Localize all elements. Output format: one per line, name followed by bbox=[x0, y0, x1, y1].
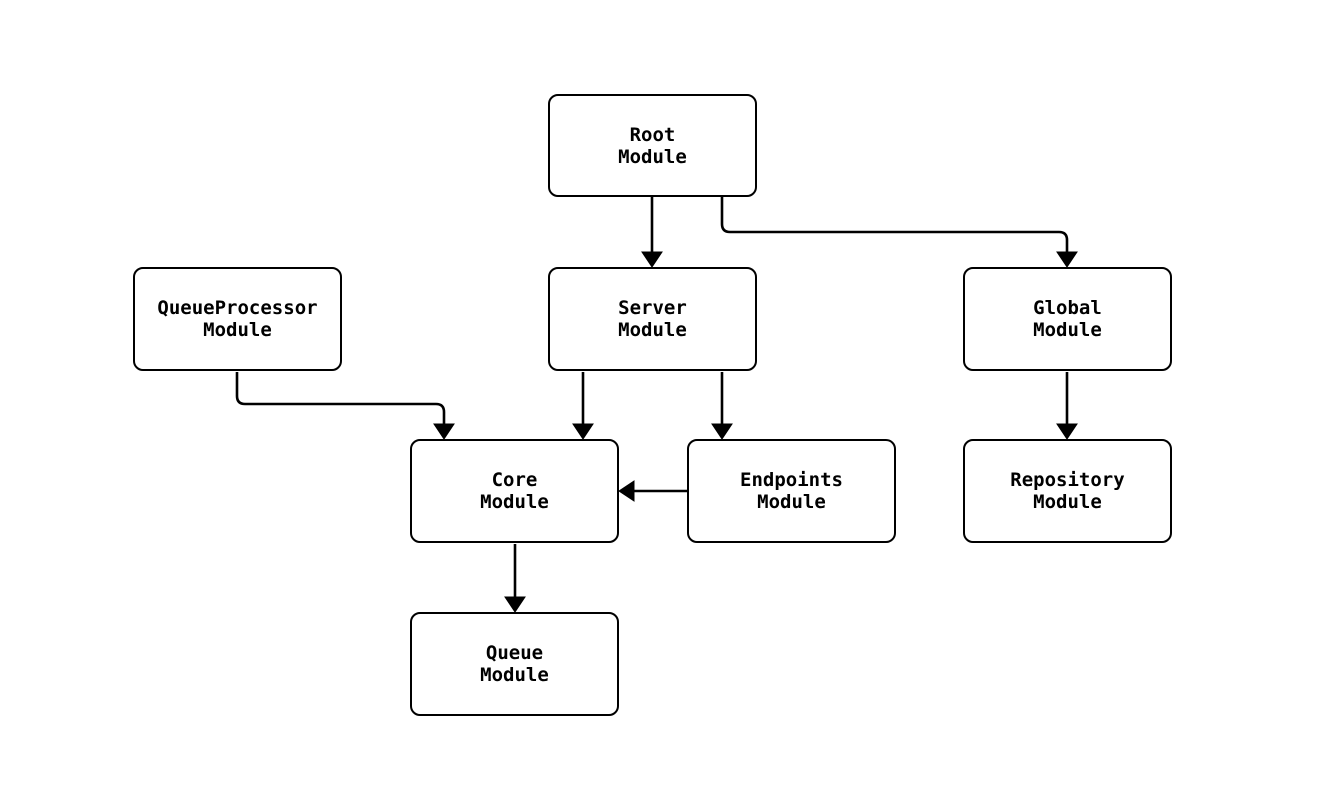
node-label-line1: Global bbox=[1033, 297, 1102, 319]
arrowhead-root-to-global bbox=[1056, 251, 1078, 268]
arrowhead-server-to-core bbox=[572, 423, 594, 440]
node-label-line1: Server bbox=[618, 297, 687, 319]
node-repository-module: Repository Module bbox=[963, 439, 1172, 543]
node-endpoints-module: Endpoints Module bbox=[687, 439, 896, 543]
node-label-line2: Module bbox=[618, 319, 687, 341]
node-label-line2: Module bbox=[480, 491, 549, 513]
node-queue-module: Queue Module bbox=[410, 612, 619, 716]
node-label-line2: Module bbox=[618, 145, 687, 168]
node-label-line1: Core bbox=[491, 469, 538, 491]
node-label-line2: Module bbox=[1033, 319, 1102, 341]
arrowhead-global-to-repository bbox=[1056, 423, 1078, 440]
node-root-module: Root Module bbox=[548, 94, 757, 197]
edge-root-to-global bbox=[720, 197, 1069, 253]
node-label-line1: Repository bbox=[1010, 469, 1125, 491]
node-label-line1: QueueProcessor bbox=[157, 297, 318, 319]
arrowhead-server-to-endpoints bbox=[711, 423, 733, 440]
edge-queueprocessor-to-core bbox=[235, 372, 446, 425]
node-label-line2: Module bbox=[480, 664, 549, 686]
node-global-module: Global Module bbox=[963, 267, 1172, 371]
arrowhead-queueprocessor-to-core bbox=[433, 423, 455, 440]
arrowhead-endpoints-to-core bbox=[618, 480, 635, 502]
node-label-line2: Module bbox=[757, 491, 826, 513]
node-label-line2: Module bbox=[1033, 491, 1102, 513]
node-label-line1: Queue bbox=[485, 642, 544, 664]
node-server-module: Server Module bbox=[548, 267, 757, 371]
node-label-line1: Endpoints bbox=[740, 469, 843, 491]
node-label-line1: Root bbox=[629, 123, 676, 146]
node-core-module: Core Module bbox=[410, 439, 619, 543]
node-queueprocessor-module: QueueProcessor Module bbox=[133, 267, 342, 371]
arrowhead-core-to-queue bbox=[504, 596, 526, 613]
node-label-line2: Module bbox=[203, 319, 272, 341]
arrowhead-root-to-server bbox=[641, 251, 663, 268]
